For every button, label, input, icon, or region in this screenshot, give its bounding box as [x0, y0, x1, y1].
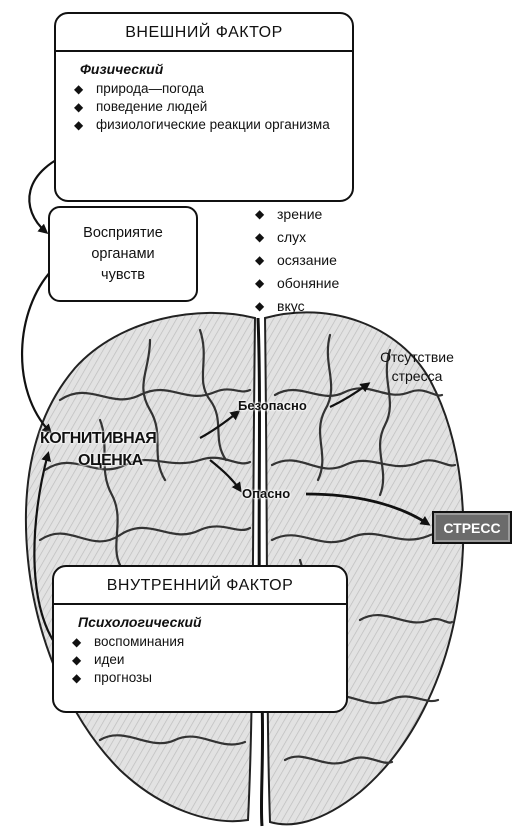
stress-box: СТРЕСС: [432, 511, 512, 544]
list-item: физиологические реакции организма: [74, 116, 338, 134]
arrow-perception-to-cognitive: [22, 270, 52, 432]
list-item: природа—погода: [74, 80, 338, 98]
no-stress-label: Отсутствие стресса: [362, 348, 472, 386]
internal-factor-subtitle: Психологический: [78, 613, 332, 631]
internal-factor-title: ВНУТРЕННИЙ ФАКТОР: [54, 567, 346, 605]
no-stress-line: Отсутствие: [362, 348, 472, 367]
list-item: идеи: [72, 651, 332, 669]
sense-item: зрение: [255, 203, 339, 226]
sense-item: вкус: [255, 295, 339, 318]
list-item: воспоминания: [72, 633, 332, 651]
sense-item: обоняние: [255, 272, 339, 295]
external-factor-subtitle: Физический: [80, 60, 338, 78]
list-item: прогнозы: [72, 669, 332, 687]
external-factor-title: ВНЕШНИЙ ФАКТОР: [56, 14, 352, 52]
external-factor-list: природа—погода поведение людей физиологи…: [74, 80, 338, 134]
internal-factor-list: воспоминания идеи прогнозы: [72, 633, 332, 687]
perception-line: Восприятие: [83, 223, 163, 244]
perception-box: Восприятие органами чувств: [48, 206, 198, 302]
cognitive-appraisal-label-line2: ОЦЕНКА: [78, 452, 143, 470]
dangerous-label: Опасно: [242, 486, 290, 501]
perception-line: органами: [83, 244, 163, 265]
external-factor-box: ВНЕШНИЙ ФАКТОР Физический природа—погода…: [54, 12, 354, 202]
list-item: поведение людей: [74, 98, 338, 116]
internal-factor-box: ВНУТРЕННИЙ ФАКТОР Психологический воспом…: [52, 565, 348, 713]
harmless-label: Безопасно: [238, 398, 307, 413]
perception-line: чувств: [83, 265, 163, 286]
senses-list: зрение слух осязание обоняние вкус: [255, 203, 339, 318]
no-stress-line: стресса: [362, 367, 472, 386]
sense-item: слух: [255, 226, 339, 249]
cognitive-appraisal-label-line1: КОГНИТИВНАЯ: [40, 430, 156, 448]
sense-item: осязание: [255, 249, 339, 272]
